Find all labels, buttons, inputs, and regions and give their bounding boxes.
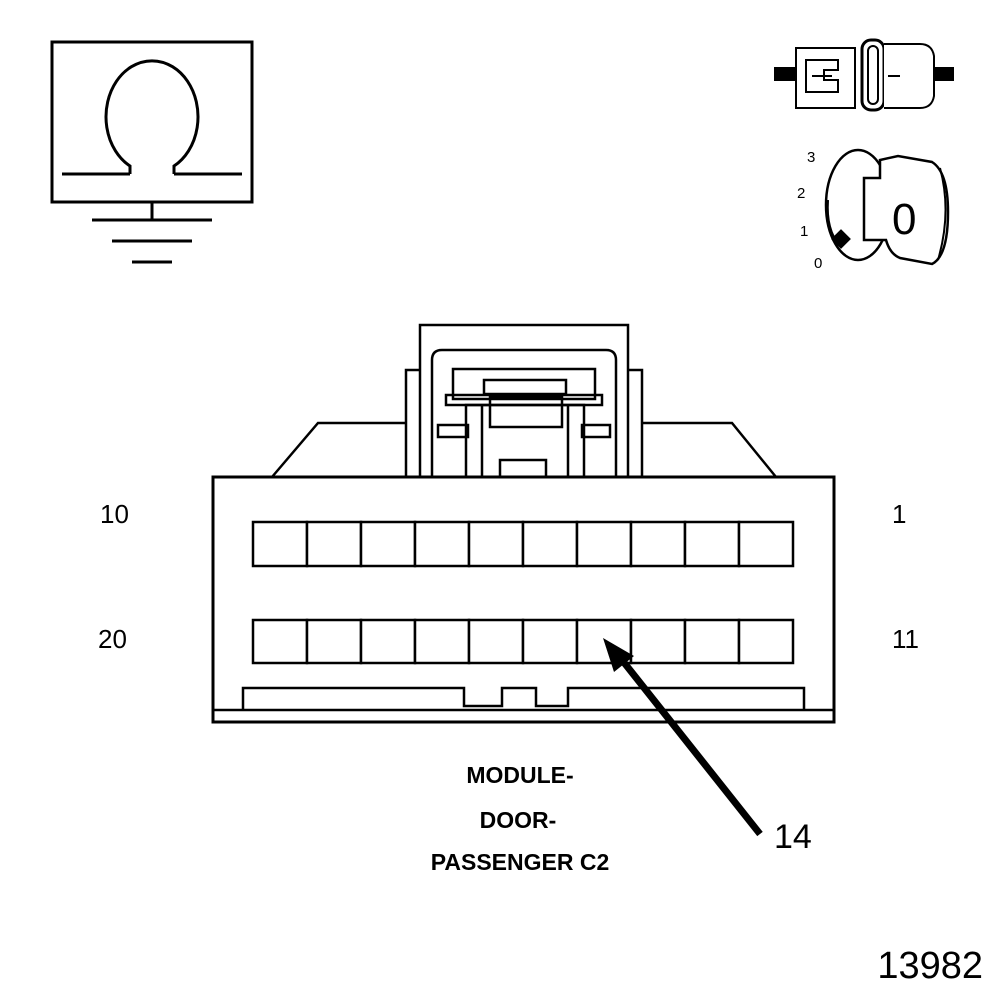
key-position-1: 1 [800, 223, 808, 240]
pin-label-1: 1 [892, 499, 906, 529]
cavity-20 [251, 618, 309, 665]
disconnected-connector-icon [774, 38, 954, 112]
cavity-7 [413, 520, 471, 568]
cavity-4 [575, 520, 633, 568]
cavity-18 [359, 618, 417, 665]
cavity-12 [683, 618, 741, 665]
cavity-8 [359, 520, 417, 568]
key-position-0: 0 [814, 255, 822, 272]
cavity-16 [467, 618, 525, 665]
callout-arrow [603, 638, 763, 837]
cavity-row-bottom [251, 618, 795, 665]
key-position-3: 3 [807, 149, 815, 166]
cavity-3 [629, 520, 687, 568]
callout-label: 14 [774, 818, 812, 856]
connector-name-line-2: DOOR- [480, 807, 557, 833]
cavity-1 [737, 520, 795, 568]
connector-body [211, 323, 836, 724]
key-position-2: 2 [797, 185, 805, 202]
cavity-2 [683, 520, 741, 568]
cavity-17 [413, 618, 471, 665]
cavity-5 [521, 520, 579, 568]
pin-label-10: 10 [100, 499, 129, 529]
connector-name-line-3: PASSENGER C2 [431, 849, 610, 875]
ignition-key-off-icon: 3 2 1 0 0 [797, 148, 950, 272]
cavity-row-top [251, 520, 795, 568]
cavity-10 [251, 520, 309, 568]
cavity-9 [305, 520, 363, 568]
cavity-19 [305, 618, 363, 665]
ohmmeter-ground-icon [50, 40, 254, 264]
cavity-13 [629, 618, 687, 665]
pin-label-11: 11 [892, 624, 919, 654]
connector-name-line-1: MODULE- [466, 762, 573, 788]
cavity-11 [737, 618, 795, 665]
key-face-label: 0 [892, 195, 916, 244]
pin-label-20: 20 [98, 624, 127, 654]
cavity-15 [521, 618, 579, 665]
figure-number: 13982 [877, 945, 983, 987]
cavity-6 [467, 520, 525, 568]
